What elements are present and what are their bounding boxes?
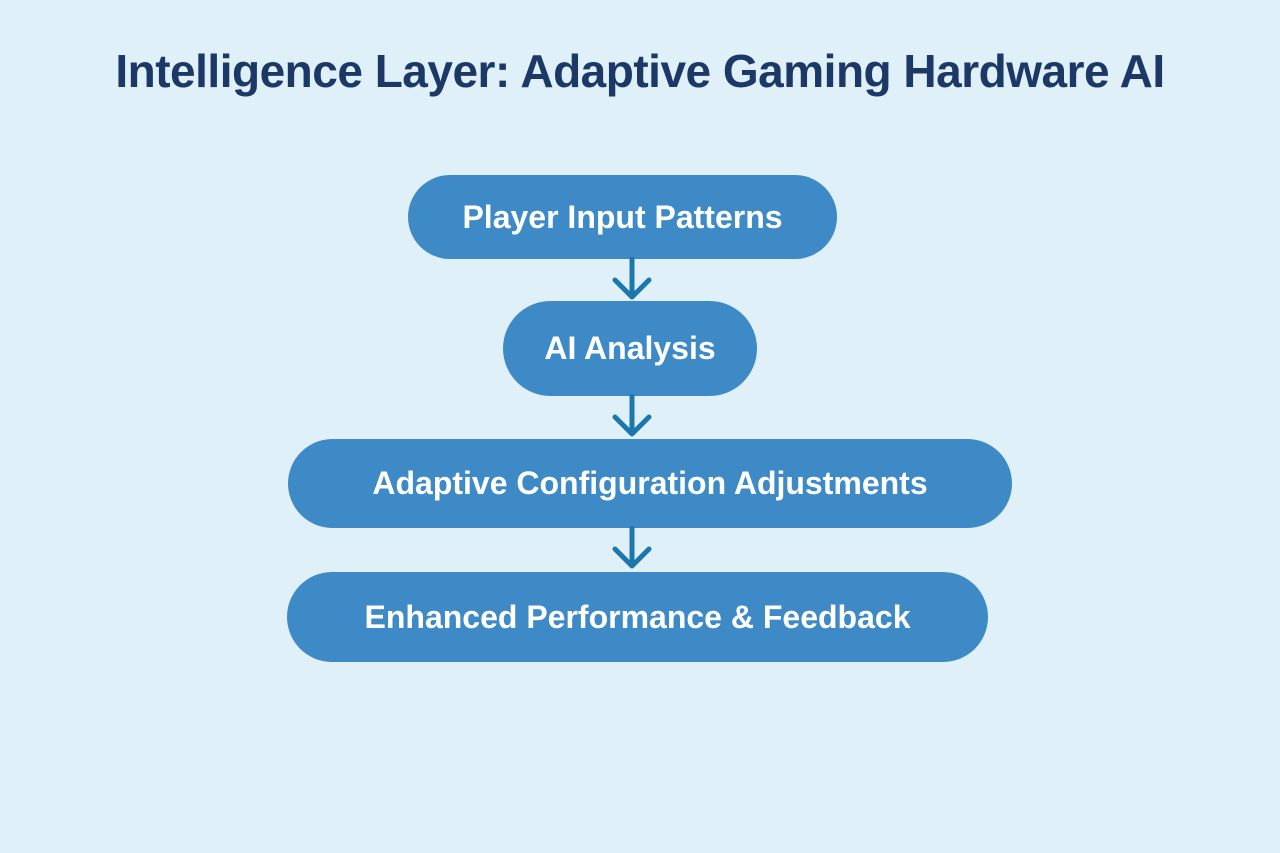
down-arrow-icon: [612, 394, 652, 437]
flow-node-ai-analysis: AI Analysis: [503, 301, 757, 396]
diagram-title: Intelligence Layer: Adaptive Gaming Hard…: [115, 45, 1165, 97]
flow-node-player-input-patterns: Player Input Patterns: [408, 175, 837, 259]
flow-node-adaptive-configuration-adjustments: Adaptive Configuration Adjustments: [288, 439, 1012, 528]
down-arrow-icon: [612, 526, 652, 569]
flow-node-enhanced-performance-feedback: Enhanced Performance & Feedback: [287, 572, 988, 662]
down-arrow-icon: [612, 257, 652, 300]
